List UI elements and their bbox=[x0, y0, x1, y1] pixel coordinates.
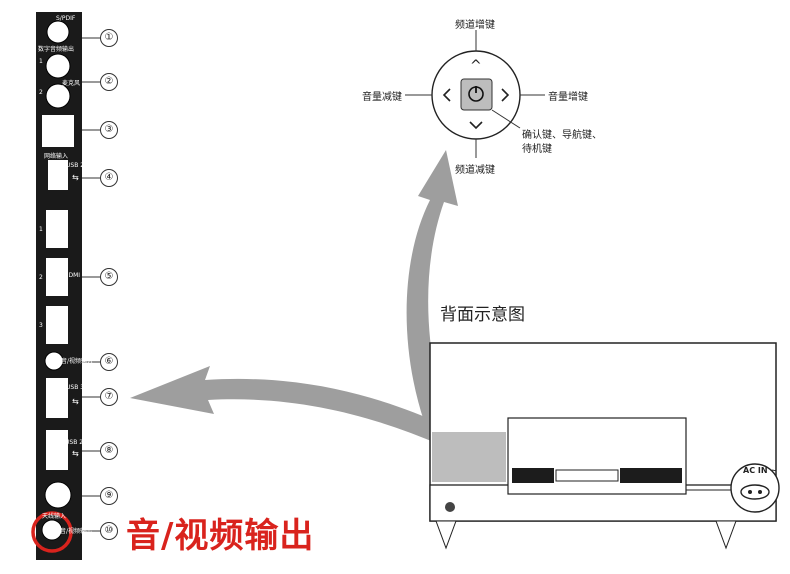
port-av-out bbox=[41, 519, 63, 541]
svg-text:⇆: ⇆ bbox=[72, 173, 79, 182]
highlight-label: 音/视频输出 bbox=[126, 516, 315, 556]
label-av-in: 音/视频输入 bbox=[61, 358, 94, 365]
port-av-in bbox=[44, 351, 64, 371]
port-antenna bbox=[44, 481, 72, 509]
callout-number-7: ⑦ bbox=[100, 388, 118, 406]
label-hdmi-3: 3 bbox=[39, 322, 43, 329]
callout-number-6: ⑥ bbox=[100, 353, 118, 371]
label-channel-down: 频道减键 bbox=[455, 165, 495, 176]
label-mic: 麦克风 bbox=[62, 80, 81, 87]
callout-number-8: ⑧ bbox=[100, 442, 118, 460]
connector-panel: ⇆ ⇆ ⇆ bbox=[36, 12, 82, 560]
label-spdif: 数字音频输出 bbox=[38, 46, 75, 53]
port-hdmi-3 bbox=[46, 306, 68, 344]
svg-text:⇆: ⇆ bbox=[72, 449, 79, 458]
port-usb-3 bbox=[46, 430, 68, 470]
svg-text:⇆: ⇆ bbox=[72, 397, 79, 406]
label-lan: 网络输入 bbox=[44, 153, 69, 160]
label-center-key-1: 确认键、导航键、 bbox=[522, 130, 602, 141]
control-pad: ^ bbox=[405, 30, 545, 158]
tv-rear bbox=[429, 342, 780, 550]
callout-number-4: ④ bbox=[100, 169, 118, 187]
label-mic-2: 2 bbox=[39, 89, 43, 96]
port-mic-1 bbox=[45, 53, 71, 79]
panel-top-label: S/PDIF bbox=[56, 15, 76, 22]
label-channel-up: 频道增键 bbox=[455, 20, 495, 31]
label-volume-down: 音量减键 bbox=[362, 92, 402, 103]
callout-number-10: ⑩ bbox=[100, 522, 118, 540]
label-usb-2-0: USB 2.0 bbox=[66, 162, 90, 169]
leader-lines bbox=[70, 37, 100, 532]
highlight-ring bbox=[31, 511, 73, 553]
ac-in-label: AC IN ~ bbox=[743, 466, 778, 475]
port-spdif bbox=[46, 20, 70, 44]
callout-number-2: ② bbox=[100, 73, 118, 91]
callout-number-1: ① bbox=[100, 29, 118, 47]
port-usb-1 bbox=[48, 160, 68, 190]
callout-number-3: ③ bbox=[100, 121, 118, 139]
callout-number-5: ⑤ bbox=[100, 268, 118, 286]
label-av-out: 音/视频输出 bbox=[60, 528, 93, 535]
gray-arrows bbox=[130, 150, 505, 470]
port-mic-2 bbox=[45, 83, 71, 109]
port-usb-2 bbox=[46, 378, 68, 418]
rear-view-title: 背面示意图 bbox=[440, 305, 525, 325]
label-hdmi: HDMI bbox=[64, 272, 81, 279]
label-usb-3-0: USB 3.0 bbox=[66, 384, 90, 391]
port-lan bbox=[42, 115, 74, 147]
label-antenna: 天线输入 bbox=[42, 513, 67, 520]
label-usb-out: USB 2.0 (输出) bbox=[65, 439, 108, 446]
svg-text:^: ^ bbox=[470, 58, 482, 74]
label-volume-up: 音量增键 bbox=[548, 92, 588, 103]
port-hdmi-1 bbox=[46, 210, 68, 248]
port-hdmi-2 bbox=[46, 258, 68, 296]
label-hdmi-2: 2 bbox=[39, 274, 43, 281]
label-hdmi-1: 1 bbox=[39, 226, 43, 233]
callout-number-9: ⑨ bbox=[100, 487, 118, 505]
label-center-key-2: 待机键 bbox=[522, 144, 552, 155]
label-mic-1: 1 bbox=[39, 58, 43, 65]
